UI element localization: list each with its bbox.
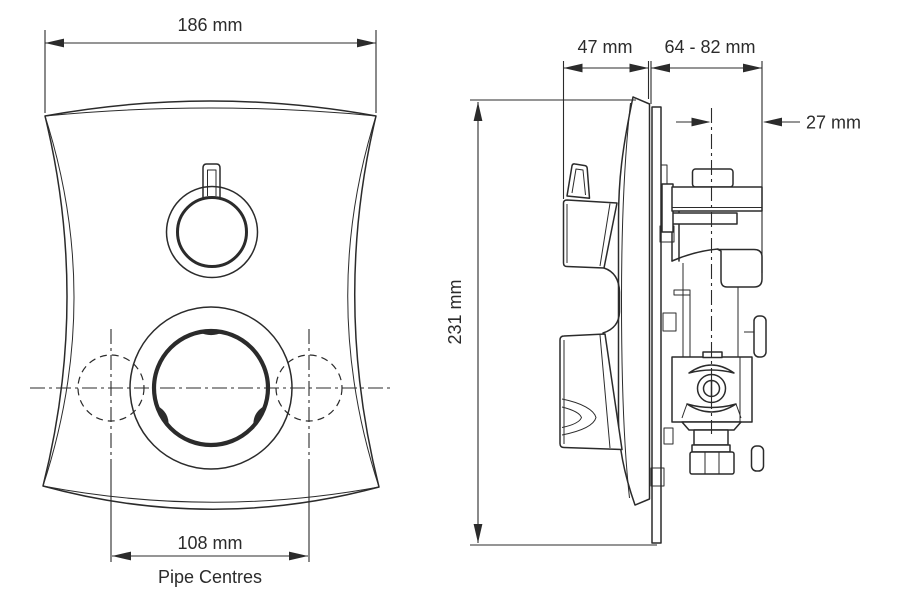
arrowhead — [691, 117, 711, 127]
bracket-bar — [651, 106, 662, 544]
temperature-knob-face — [176, 196, 248, 268]
valve-cross-bar — [664, 212, 738, 225]
dim-centre-offset: 27 mm — [676, 113, 861, 133]
dim-projection-label: 47 mm — [577, 37, 632, 57]
flow-knob-ear-inner — [561, 406, 582, 428]
arrowhead — [743, 63, 762, 73]
grip-notch-top — [199, 330, 223, 336]
arrowhead — [629, 63, 649, 73]
dim-projection-depth: 47 mm — [562, 37, 650, 199]
dim-overall-height: 231 mm — [445, 99, 657, 546]
bracket-tab — [650, 467, 665, 487]
faceplate-outline — [42, 100, 380, 510]
valve-collar — [691, 444, 731, 453]
faceplate-profile — [617, 96, 651, 506]
cartridge-upper-crescent — [688, 364, 735, 374]
arrowhead — [473, 524, 483, 543]
valve-right-block — [717, 248, 763, 288]
dimensions: 186 mm 108 mm Pipe Centres 231 mm 47 — [44, 15, 861, 587]
temperature-knob — [165, 163, 259, 279]
flow-knob-skirt — [599, 334, 611, 449]
crescent-horn-right — [735, 403, 742, 419]
valve-shoulder-curve — [671, 248, 719, 262]
valve-side-ledge — [673, 289, 691, 296]
faceplate-bevel-bottom — [42, 485, 380, 503]
grip-notch-lower-right — [253, 405, 266, 427]
dim-recess-range: 64 - 82 mm — [650, 37, 763, 273]
arrowhead — [357, 38, 376, 48]
faceplate-bevel-right — [347, 115, 380, 488]
between-knob-boss — [602, 267, 621, 334]
valve-right-tab-upper — [753, 315, 767, 358]
pipe-centres-caption: Pipe Centres — [158, 567, 262, 587]
pipe-nut — [689, 451, 735, 475]
wall-bracket — [650, 106, 677, 544]
arrowhead — [763, 117, 782, 127]
valve-top-cap — [691, 168, 734, 188]
dim-pipe-centres: 108 mm Pipe Centres — [112, 533, 308, 587]
front-view — [30, 100, 394, 562]
arrowhead — [289, 551, 308, 561]
arrowhead — [45, 38, 64, 48]
crescent-horn-left — [681, 403, 688, 419]
lever-profile-inner — [571, 168, 586, 196]
dim-pipe-centres-label: 108 mm — [177, 533, 242, 553]
arrowhead — [651, 63, 670, 73]
faceplate-bevel-top — [44, 107, 377, 117]
centerlines — [30, 329, 394, 562]
dim-centre-offset-label: 27 mm — [806, 113, 861, 133]
knob-profiles — [559, 163, 623, 451]
faceplate-bevel-left — [42, 115, 75, 487]
side-view — [559, 96, 767, 544]
temperature-lever — [202, 163, 221, 198]
faceplate-profile-inner — [621, 102, 631, 499]
dim-recess-range-label: 64 - 82 mm — [664, 37, 755, 57]
faceplate — [42, 100, 380, 510]
valve-right-tab-lower — [750, 445, 765, 472]
temperature-lever-inner — [207, 169, 217, 196]
faceplate-profile-outline — [617, 96, 651, 506]
valve-body — [661, 108, 767, 475]
arrowhead — [112, 551, 131, 561]
cartridge-top-notch — [702, 351, 723, 359]
dim-overall-width-label: 186 mm — [177, 15, 242, 35]
arrowhead — [563, 63, 583, 73]
bracket-tab — [663, 427, 674, 445]
flow-knob-profile — [559, 333, 623, 451]
dim-overall-height-label: 231 mm — [445, 279, 465, 344]
temperature-knob-ring — [165, 185, 259, 279]
dim-overall-width: 186 mm — [44, 15, 377, 113]
bracket-tab — [662, 312, 677, 332]
flow-knob-ear-outer — [561, 398, 597, 436]
temperature-knob-skirt — [599, 203, 611, 267]
grip-notch-lower-left — [156, 405, 169, 427]
arrowhead — [473, 102, 483, 121]
